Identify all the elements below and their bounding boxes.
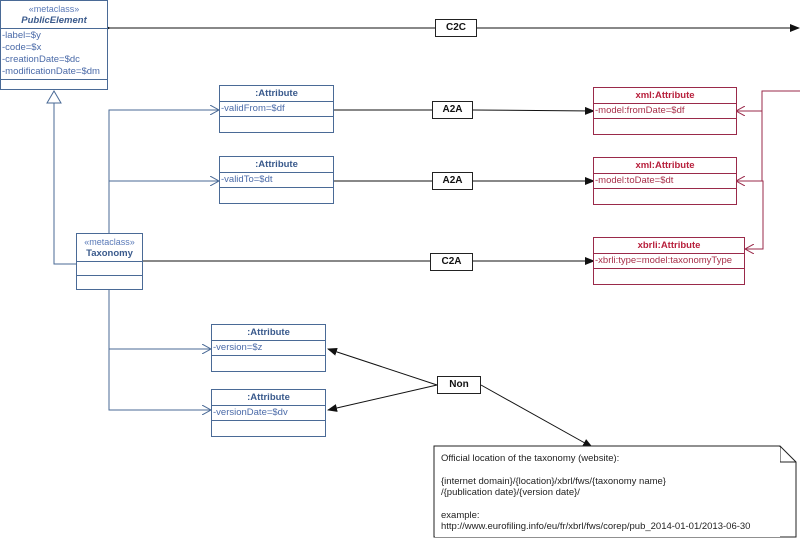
operation-compartment — [220, 188, 333, 200]
attribute: -creationDate=$dc — [2, 54, 80, 65]
note-line: /{publication date}/{version date}/ — [441, 487, 580, 498]
class-attribute-valid-to[interactable]: :Attribute -validTo=$dt — [219, 156, 334, 204]
attribute-compartment: -xbrli:type=model:taxonomyType — [594, 254, 744, 269]
class-header: :Attribute — [220, 157, 333, 173]
attribute-compartment: -validTo=$dt — [220, 173, 333, 188]
attribute-compartment — [77, 262, 142, 276]
note-line: example: — [441, 509, 480, 521]
mapping-label-a2a-to[interactable]: A2A — [432, 172, 473, 190]
note-line: {internet domain}/{location}/xbrl/fws/{t… — [441, 475, 666, 487]
xml-attribute-links — [736, 90, 800, 249]
operation-compartment — [594, 269, 744, 281]
mapping-label-a2a-from[interactable]: A2A — [432, 101, 473, 119]
class-header: «metaclass» PublicElement — [1, 1, 107, 29]
stereotype-label: «metaclass» — [84, 237, 135, 247]
class-header: xml:Attribute — [594, 88, 736, 104]
class-attribute-valid-from[interactable]: :Attribute -validFrom=$df — [219, 85, 334, 133]
class-name: xml:Attribute — [635, 160, 695, 171]
attribute-compartment: -version=$z — [212, 341, 325, 356]
attribute: -version=$z — [213, 342, 263, 353]
mapping-label-non[interactable]: Non — [437, 376, 481, 394]
a2a-from-edge — [325, 106, 595, 115]
class-header: xml:Attribute — [594, 158, 736, 174]
class-xml-attribute-to-date[interactable]: xml:Attribute -model:toDate=$dt — [593, 157, 737, 205]
class-xbrli-attribute[interactable]: xbrli:Attribute -xbrli:type=model:taxono… — [593, 237, 745, 285]
class-header: :Attribute — [212, 390, 325, 406]
taxonomy-attribute-links — [108, 110, 219, 410]
note-official-location: Official location of the taxonomy (websi… — [435, 447, 780, 537]
attribute: -model:fromDate=$df — [595, 105, 685, 116]
attribute: -model:toDate=$dt — [595, 175, 674, 186]
attribute: -validFrom=$df — [221, 103, 285, 114]
class-name: :Attribute — [247, 327, 290, 338]
attribute: -versionDate=$dv — [213, 407, 288, 418]
class-header: xbrli:Attribute — [594, 238, 744, 254]
class-attribute-version[interactable]: :Attribute -version=$z — [211, 324, 326, 372]
class-header: «metaclass» Taxonomy — [77, 234, 142, 262]
class-taxonomy[interactable]: «metaclass» Taxonomy — [76, 233, 143, 290]
generalization-triangle-icon — [46, 90, 62, 104]
class-name: PublicElement — [21, 15, 87, 26]
generalization-edge — [46, 90, 76, 265]
attribute-compartment: -validFrom=$df — [220, 102, 333, 117]
class-name: Taxonomy — [86, 248, 133, 259]
note-line: Official location of the taxonomy (websi… — [441, 453, 620, 464]
mapping-label-c2a[interactable]: C2A — [430, 253, 473, 271]
class-header: :Attribute — [212, 325, 325, 341]
attribute: -validTo=$dt — [221, 174, 273, 185]
mapping-label-c2c[interactable]: C2C — [435, 19, 477, 37]
class-name: :Attribute — [247, 392, 290, 403]
class-name: :Attribute — [255, 88, 298, 99]
operation-compartment — [77, 276, 142, 288]
note-example-url: http://www.eurofiling.info/eu/fr/xbrl/fw… — [441, 521, 751, 532]
attribute-compartment: -model:fromDate=$df — [594, 104, 736, 119]
class-name: xbrli:Attribute — [637, 240, 701, 251]
class-public-element[interactable]: «metaclass» PublicElement -label=$y -cod… — [0, 0, 108, 90]
class-xml-attribute-from-date[interactable]: xml:Attribute -model:fromDate=$df — [593, 87, 737, 135]
attribute: -xbrli:type=model:taxonomyType — [595, 255, 733, 266]
operation-compartment — [1, 80, 107, 92]
non-edges — [327, 348, 593, 448]
attribute: -code=$x — [2, 42, 42, 53]
operation-compartment — [594, 119, 736, 131]
attribute: -modificationDate=$dm — [2, 66, 100, 77]
class-attribute-version-date[interactable]: :Attribute -versionDate=$dv — [211, 389, 326, 437]
attribute-compartment: -model:toDate=$dt — [594, 174, 736, 189]
operation-compartment — [220, 117, 333, 129]
attribute-compartment: -label=$y -code=$x -creationDate=$dc -mo… — [1, 29, 107, 80]
operation-compartment — [212, 421, 325, 433]
class-header: :Attribute — [220, 86, 333, 102]
operation-compartment — [212, 356, 325, 368]
class-name: xml:Attribute — [635, 90, 695, 101]
attribute-compartment: -versionDate=$dv — [212, 406, 325, 421]
class-name: :Attribute — [255, 159, 298, 170]
stereotype-label: «metaclass» — [28, 4, 80, 14]
attribute: -label=$y — [2, 30, 41, 41]
operation-compartment — [594, 189, 736, 201]
